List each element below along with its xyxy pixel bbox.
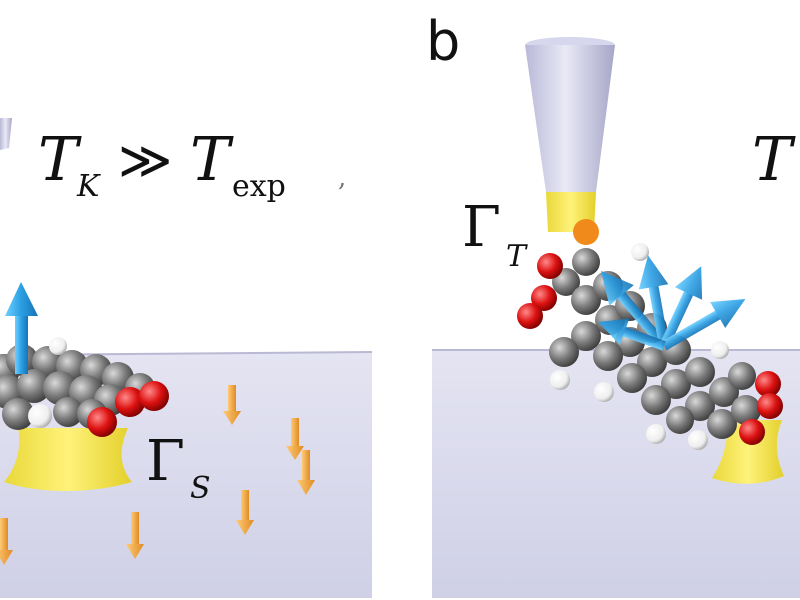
gamma-s-subscript: S [190, 471, 211, 506]
gamma-s-label: Γ S [146, 429, 211, 506]
eq-sub-exp: exp [232, 169, 286, 204]
gamma-t-label: Γ T [462, 195, 528, 274]
eq-sub-k: K [76, 169, 101, 204]
stm-tip-icon [0, 118, 12, 150]
contact-region-a [4, 428, 132, 491]
eq-right-partial-t: T [752, 125, 796, 195]
eq-t2: T [190, 125, 234, 195]
molecule-a [0, 337, 169, 437]
eq-t1: T [38, 125, 82, 195]
bath-spin-arrow-icon [0, 385, 315, 565]
gamma-t-symbol: Γ [462, 195, 501, 260]
spin-arrow-icon [5, 282, 38, 374]
equation-tk-texp: T K ≫ T exp , [38, 125, 346, 204]
eq-trailing-comma: , [338, 163, 346, 193]
gamma-s-symbol: Γ [146, 429, 185, 494]
panel-a: T K ≫ T exp , Γ S [0, 118, 373, 598]
gamma-t-subscript: T [506, 239, 528, 274]
stm-tip-b [525, 37, 615, 245]
molecule-b [517, 243, 783, 450]
panel-b: b T Γ T [426, 10, 800, 598]
spin-arrow-icon [598, 255, 746, 351]
eq-much-greater: ≫ [118, 131, 172, 191]
panel-label-b: b [426, 10, 460, 73]
